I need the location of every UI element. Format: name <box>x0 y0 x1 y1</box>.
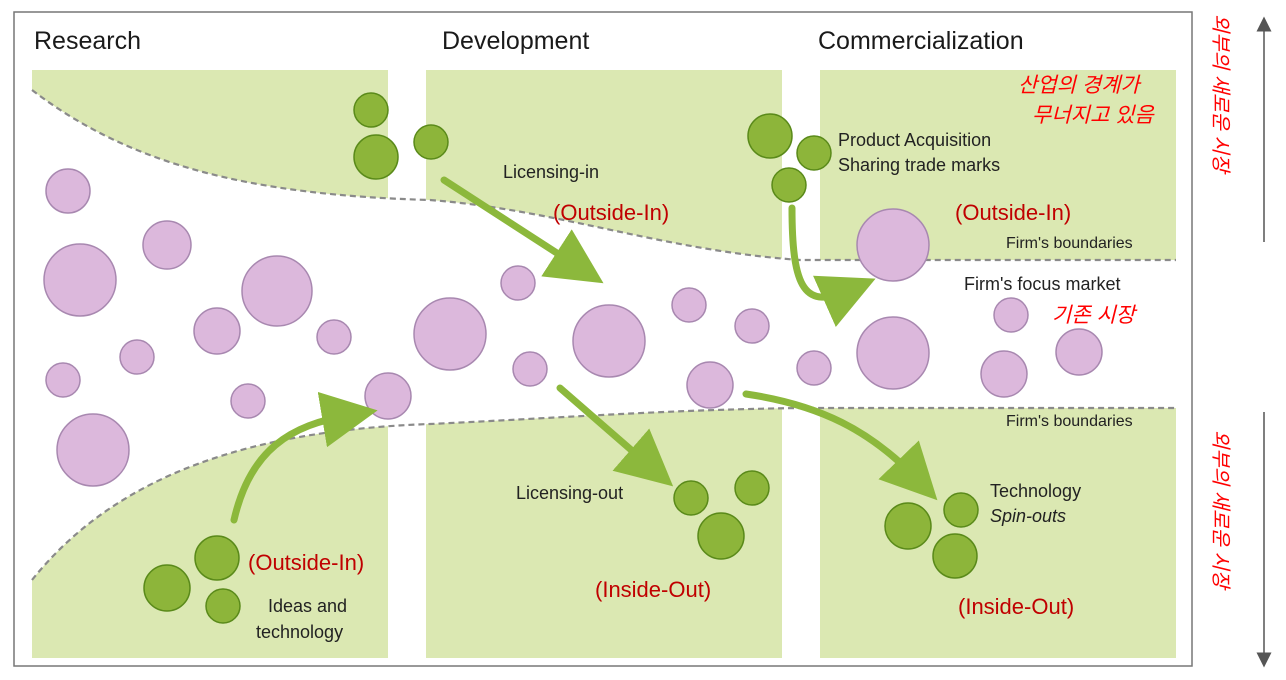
pink-bubble <box>980 350 1028 398</box>
annotation-industry-boundary-2: 무너지고 있음 <box>1032 104 1155 127</box>
pink-bubble <box>193 307 241 355</box>
green-bubble <box>734 470 770 506</box>
green-bubbles <box>143 92 979 624</box>
arrow-product-acquisition <box>788 204 876 327</box>
funnel-boundary-top <box>31 89 1176 262</box>
pink-bubble <box>856 316 930 390</box>
green-bubble <box>943 492 979 528</box>
label-ideas-and: Ideas and <box>268 596 347 616</box>
pink-bubble <box>45 362 81 398</box>
annotation-inside-out-comm: (Inside-Out) <box>958 594 1074 619</box>
green-bubble <box>884 502 932 550</box>
pink-bubble <box>993 297 1029 333</box>
label-firm-focus-market: Firm's focus market <box>964 274 1120 294</box>
label-product-acquisition: Product Acquisition <box>838 130 991 150</box>
pink-bubbles <box>43 168 1103 487</box>
pink-bubble <box>45 168 91 214</box>
arrow-licensing-out <box>556 384 674 487</box>
arrow-licensing-in <box>440 176 604 284</box>
pink-bubble <box>56 413 130 487</box>
pink-bubble <box>230 383 266 419</box>
arrow-spin-outs <box>742 390 938 501</box>
pink-bubble <box>43 243 117 317</box>
green-bubble <box>205 588 241 624</box>
stage-header-commercialization: Commercialization <box>818 27 1024 55</box>
green-bubble <box>353 92 389 128</box>
green-bubble <box>194 535 240 581</box>
label-licensing-out: Licensing-out <box>516 483 623 503</box>
label-spin-outs: Spin-outs <box>990 506 1066 526</box>
stage-header-development: Development <box>442 27 589 55</box>
pink-bubble <box>413 297 487 371</box>
funnel-boundary-bottom <box>31 406 1176 581</box>
pink-bubble <box>856 208 930 282</box>
side-label-top: 외부의 새로운 시장 <box>1209 14 1231 175</box>
green-bubble <box>796 135 832 171</box>
annotation-industry-boundary-1: 산업의 경계가 <box>1018 74 1142 97</box>
green-bubble <box>143 564 191 612</box>
pink-bubble <box>1055 328 1103 376</box>
label-firm-boundaries-bottom: Firm's boundaries <box>1006 413 1133 430</box>
green-bubble <box>747 113 793 159</box>
green-bubble <box>771 167 807 203</box>
annotation-outside-in-research: (Outside-In) <box>248 550 364 575</box>
green-bubble <box>353 134 399 180</box>
pink-bubble <box>316 319 352 355</box>
pink-bubble <box>142 220 192 270</box>
flow-arrows <box>230 176 938 524</box>
label-licensing-in: Licensing-in <box>503 162 599 182</box>
pink-bubble <box>572 304 646 378</box>
pink-bubble <box>671 287 707 323</box>
pink-bubble <box>796 350 832 386</box>
annotation-outside-in-comm: (Outside-In) <box>955 200 1071 225</box>
label-firm-boundaries-top: Firm's boundaries <box>1006 235 1133 252</box>
label-technology-2: technology <box>256 622 343 642</box>
side-label-bottom: 외부의 새로운 시장 <box>1209 430 1231 591</box>
pink-bubble <box>512 351 548 387</box>
arrow-ideas-technology <box>230 391 378 524</box>
green-bubble <box>932 533 978 579</box>
annotation-inside-out-dev: (Inside-Out) <box>595 577 711 602</box>
green-bubble <box>413 124 449 160</box>
pink-bubble <box>686 361 734 409</box>
green-bubble <box>673 480 709 516</box>
label-technology: Technology <box>990 481 1081 501</box>
stage-header-research: Research <box>34 27 141 55</box>
pink-bubble <box>500 265 536 301</box>
pink-bubble <box>119 339 155 375</box>
pink-bubble <box>241 255 313 327</box>
annotation-outside-in-dev: (Outside-In) <box>553 200 669 225</box>
label-sharing-trade-marks: Sharing trade marks <box>838 155 1000 175</box>
annotation-existing-market: 기존 시장 <box>1052 304 1138 327</box>
pink-bubble <box>364 372 412 420</box>
green-bubble <box>697 512 745 560</box>
pink-bubble <box>734 308 770 344</box>
